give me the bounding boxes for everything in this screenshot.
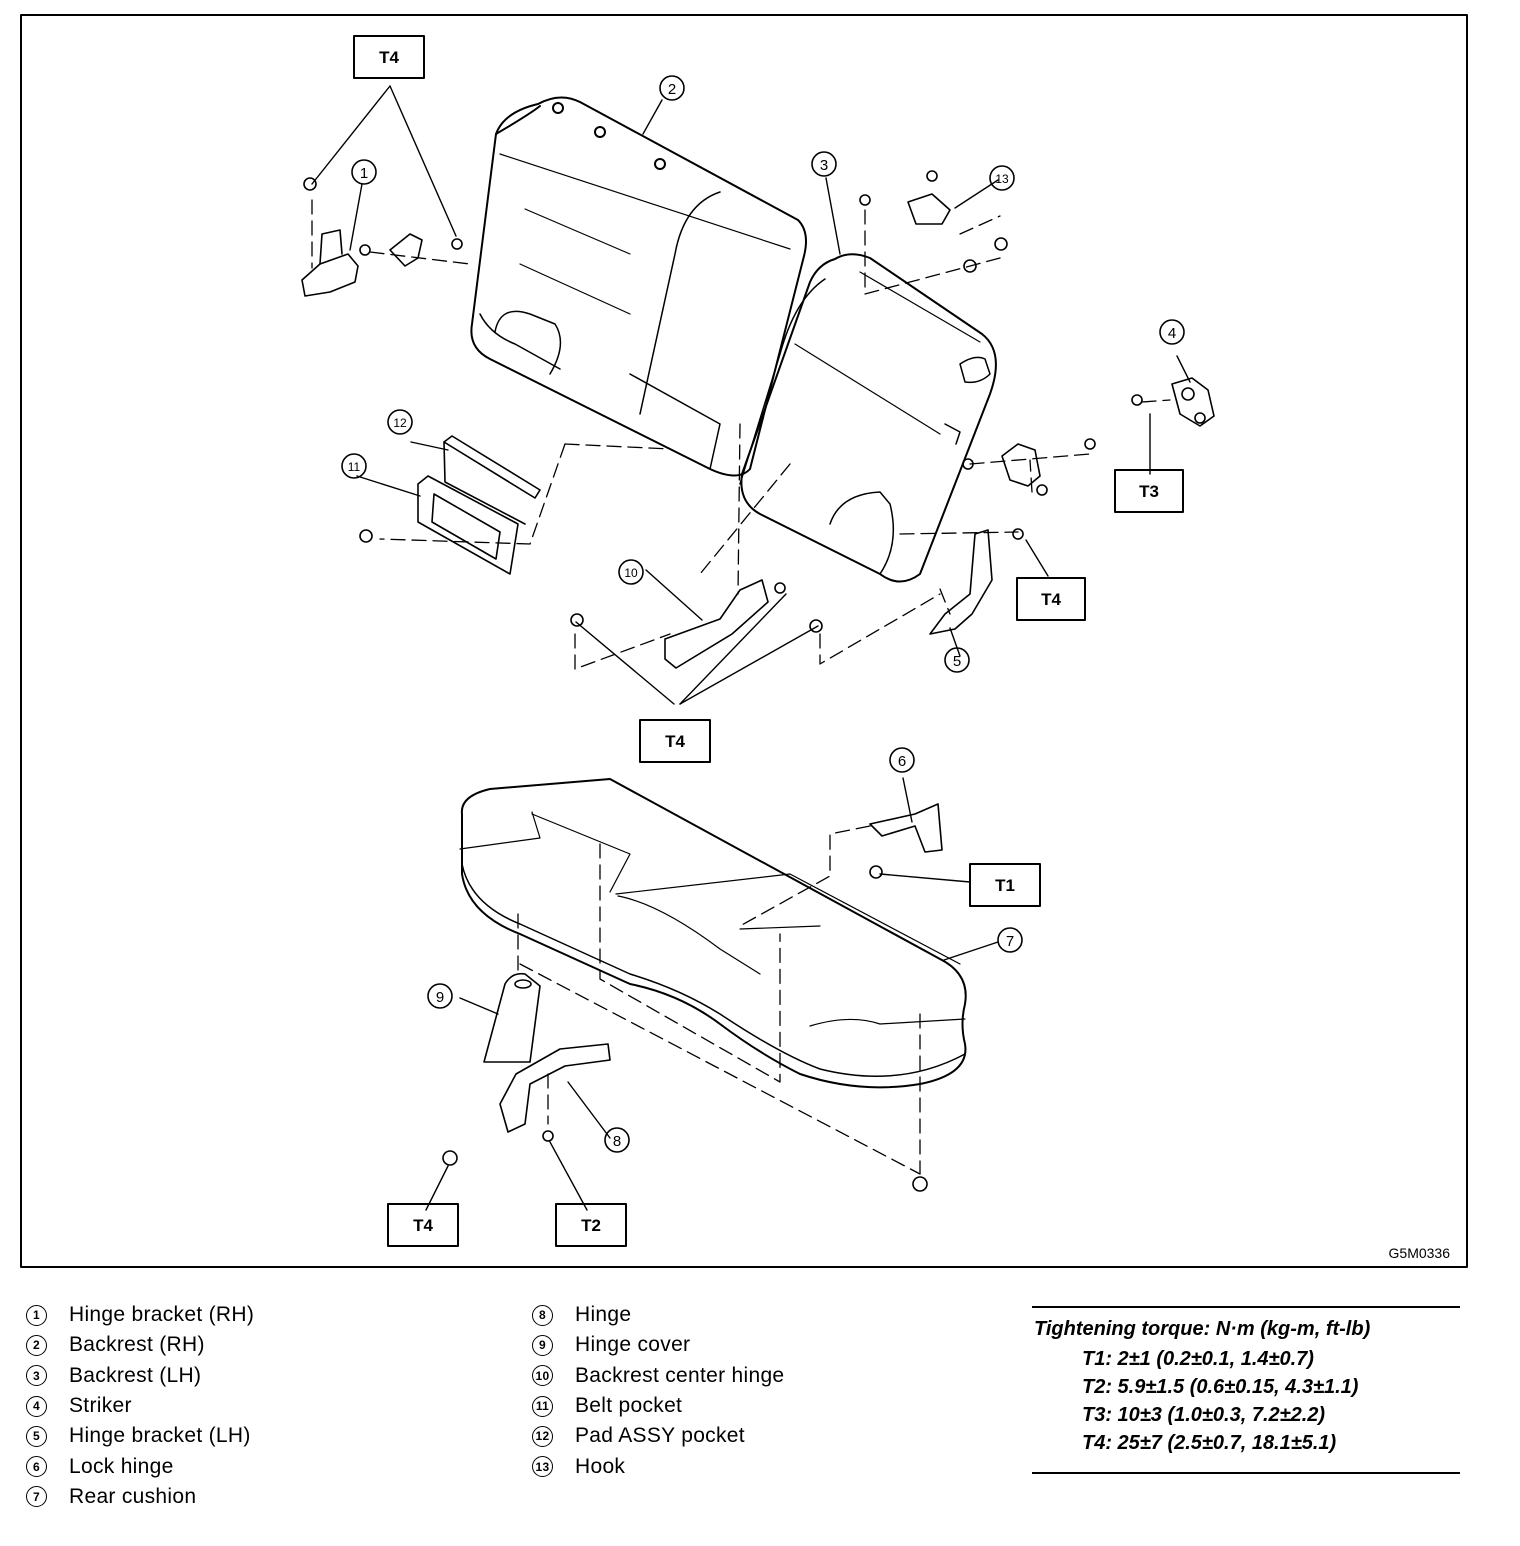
callout-label: 11 <box>348 460 361 474</box>
callout-label: 7 <box>1006 933 1014 950</box>
legend-text: Backrest (RH) <box>69 1333 205 1357</box>
legend-text: Hinge bracket (RH) <box>69 1303 255 1327</box>
legend-item: 13 Hook <box>532 1451 784 1481</box>
torque-box-label: T4 <box>379 48 399 67</box>
pad-assy-pocket-part <box>443 435 541 525</box>
callout-label: 4 <box>1168 325 1176 342</box>
legend-number: 1 <box>26 1304 47 1326</box>
legend-number: 8 <box>532 1304 553 1326</box>
callout-label: 9 <box>436 989 444 1006</box>
legend-text: Lock hinge <box>69 1454 174 1478</box>
callout-label: 1 <box>360 165 368 182</box>
legend-text: Belt pocket <box>575 1394 683 1418</box>
legend-item: 1 Hinge bracket (RH) <box>26 1300 254 1330</box>
legend-item: 3 Backrest (LH) <box>26 1361 254 1391</box>
legend-item: 7 Rear cushion <box>26 1482 254 1512</box>
legend-number: 7 <box>26 1486 47 1508</box>
legend-number: 11 <box>532 1395 553 1417</box>
legend-left: 1 Hinge bracket (RH) 2 Backrest (RH) 3 Back… <box>26 1300 254 1512</box>
legend-text: Backrest (LH) <box>69 1363 202 1387</box>
torque-row: T1: 2±1 (0.2±0.1, 1.4±0.7) <box>1082 1348 1314 1370</box>
callout-label: 5 <box>953 653 961 670</box>
torque-spec-box: Tightening torque: N·m (kg-m, ft-lb) T1:… <box>1032 1306 1460 1474</box>
callout-circles <box>341 75 1185 1153</box>
hinge-part <box>442 1043 928 1192</box>
callout-label: 12 <box>393 416 407 430</box>
callout-label: 2 <box>668 81 676 98</box>
torque-box-label: T4 <box>1041 590 1061 609</box>
torque-boxes <box>353 35 1184 1247</box>
hinge-cover-part <box>483 972 541 1063</box>
figure-frame <box>20 14 1468 1268</box>
backrest-center-hinge-part <box>570 579 823 669</box>
legend-number: 12 <box>532 1425 553 1447</box>
legend-text: Striker <box>69 1394 132 1418</box>
exploded-diagram: T4 T3 T4 T4 T1 T4 T2 1 2 3 13 4 5 6 7 8 … <box>20 14 1468 1268</box>
torque-box-label: T3 <box>1139 482 1159 501</box>
legend-item: 5 Hinge bracket (LH) <box>26 1421 254 1451</box>
legend-number: 10 <box>532 1365 553 1387</box>
legend-text: Hinge bracket (LH) <box>69 1424 251 1448</box>
hinge-bracket-rh-part <box>301 177 463 297</box>
legend-number: 6 <box>26 1456 47 1478</box>
hook-part <box>859 170 1008 273</box>
torque-row: T3: 10±3 (1.0±0.3, 7.2±2.2) <box>1082 1404 1326 1426</box>
legend-number: 4 <box>26 1395 47 1417</box>
backrest-rh-part <box>470 96 807 477</box>
torque-box-label: T4 <box>665 732 685 751</box>
legend-item: 9 Hinge cover <box>532 1330 784 1360</box>
callout-label: 13 <box>995 172 1009 186</box>
legend-item: 10 Backrest center hinge <box>532 1361 784 1391</box>
legend-text: Hinge cover <box>575 1333 691 1357</box>
legend-item: 12 Pad ASSY pocket <box>532 1421 784 1451</box>
legend-item: 2 Backrest (RH) <box>26 1330 254 1360</box>
backrest-lh-part <box>739 253 997 583</box>
legend-text: Hook <box>575 1454 626 1478</box>
torque-row: T2: 5.9±1.5 (0.6±0.15, 4.3±1.1) <box>1082 1376 1359 1398</box>
legend-item: 11 Belt pocket <box>532 1391 784 1421</box>
legend-number: 9 <box>532 1334 553 1356</box>
callout-label: 8 <box>613 1133 621 1150</box>
legend-item: 8 Hinge <box>532 1300 784 1330</box>
torque-box-label: T4 <box>413 1216 433 1235</box>
legend-text: Pad ASSY pocket <box>575 1424 745 1448</box>
legend-text: Hinge <box>575 1303 632 1327</box>
legend-right: 8 Hinge 9 Hinge cover 10 Backrest center hi… <box>532 1300 784 1482</box>
legend-number: 5 <box>26 1425 47 1447</box>
lh-backrest-hinge-part <box>962 438 1096 496</box>
legend-item: 6 Lock hinge <box>26 1451 254 1481</box>
legend-number: 13 <box>532 1456 553 1478</box>
legend-item: 4 Striker <box>26 1391 254 1421</box>
callout-label: 3 <box>820 157 828 174</box>
legend-text: Backrest center hinge <box>575 1363 785 1387</box>
callout-label: 10 <box>624 566 638 580</box>
rear-cushion-part <box>459 778 967 1089</box>
callout-label: 6 <box>898 753 906 770</box>
legend-text: Rear cushion <box>69 1484 197 1508</box>
legend-number: 3 <box>26 1365 47 1387</box>
lock-hinge-part <box>869 803 943 879</box>
diagram-code: G5M0336 <box>1389 1245 1451 1261</box>
torque-row: T4: 25±7 (2.5±0.7, 18.1±5.1) <box>1082 1432 1337 1454</box>
torque-box-label: T2 <box>581 1216 601 1235</box>
assembly-lines <box>311 199 1171 1175</box>
legend-number: 2 <box>26 1334 47 1356</box>
hinge-bracket-lh-part <box>929 528 1024 635</box>
belt-pocket-part <box>359 475 519 575</box>
torque-title: Tightening torque: N·m (kg-m, ft-lb) <box>1034 1318 1371 1340</box>
leader-lines <box>311 85 1191 1211</box>
torque-box-label: T1 <box>995 876 1015 895</box>
striker-part <box>1131 377 1215 427</box>
